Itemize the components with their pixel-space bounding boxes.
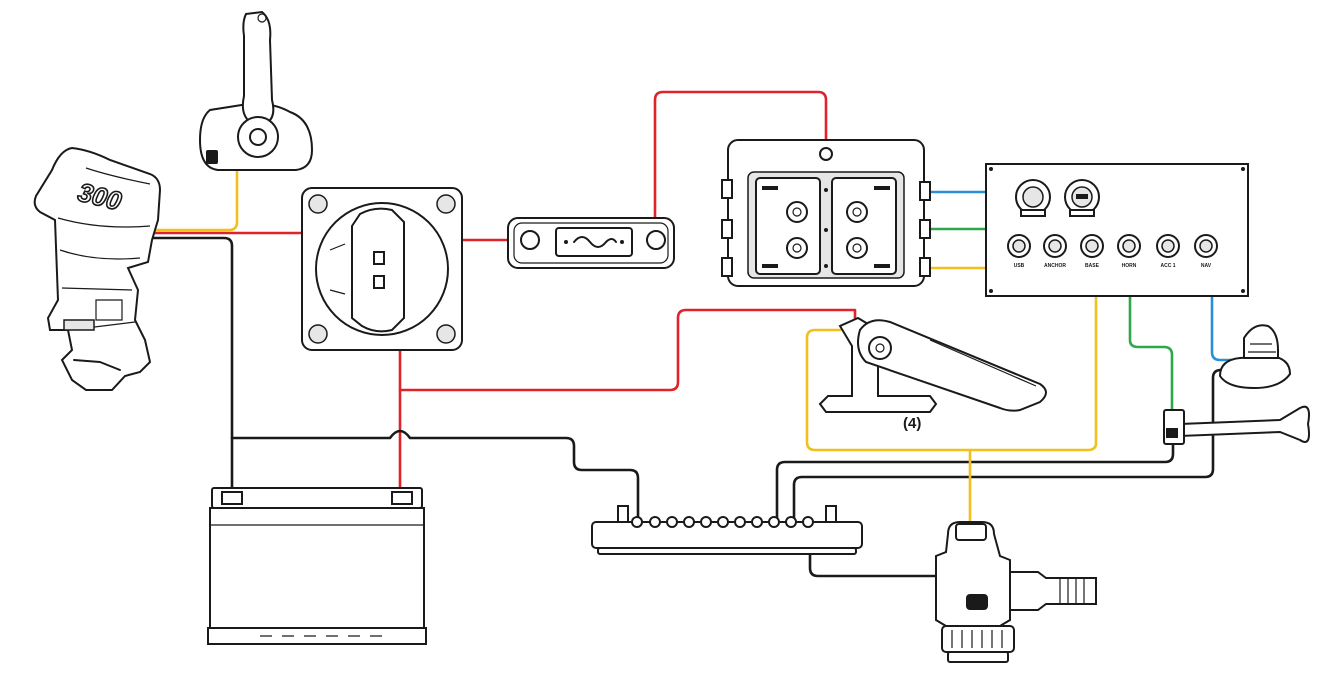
battery-icon [207, 487, 427, 645]
wire-panel-to-anchor-light [1210, 294, 1234, 362]
wire-busbar-to-anchor-light [792, 368, 1230, 520]
outboard-motor-icon: 300 [33, 146, 162, 391]
wire-busbar-to-pump [808, 546, 947, 578]
wire-ground-to-busbar [230, 429, 640, 520]
panel-switch-horn[interactable]: HORN [1117, 234, 1141, 269]
switch-panel-icon: USB ANCHOR BASE HORN ACC 1 NAV [985, 163, 1249, 297]
usb-socket-icon [1064, 179, 1100, 217]
switch-label-anchor: ANCHOR [1044, 263, 1066, 269]
panel-switch-acc1[interactable]: ACC 1 [1156, 234, 1180, 269]
switch-label-nav: NAV [1201, 263, 1212, 269]
wires [148, 90, 1234, 578]
wire-switch-to-float [398, 308, 857, 392]
float-switch-callout: (4) [903, 415, 921, 432]
anchor-light-icon [1218, 324, 1292, 390]
wire-throttle-to-engine [148, 166, 239, 232]
wire-fuse-to-fuseblock [653, 90, 828, 227]
panel-switch-nav[interactable]: NAV [1194, 234, 1218, 269]
horn-icon [1163, 405, 1310, 445]
switch-label-horn: HORN [1122, 263, 1137, 269]
throttle-lever-icon [198, 10, 314, 171]
wire-panel-to-bilge-loop [805, 294, 1098, 452]
switch-label-acc1: ACC 1 [1160, 263, 1175, 269]
wire-engine-negative [148, 236, 234, 497]
fuse-block-icon [721, 139, 931, 287]
rotary-battery-switch-icon [301, 187, 463, 351]
switch-label-usb: USB [1014, 263, 1025, 269]
float-switch-icon: (4) [818, 316, 1047, 432]
12v-socket-icon [1015, 179, 1051, 217]
wire-busbar-to-horn [775, 428, 1175, 520]
bilge-pump-icon [935, 521, 1097, 663]
ground-bus-bar-icon [591, 505, 863, 555]
panel-switch-anchor[interactable]: ANCHOR [1043, 234, 1067, 269]
inline-fuse-holder-icon [507, 217, 675, 269]
panel-switch-base[interactable]: BASE [1080, 234, 1104, 269]
switch-label-base: BASE [1085, 263, 1100, 269]
panel-switch-usb[interactable]: USB [1007, 234, 1031, 269]
wire-panel-to-horn [1128, 294, 1174, 414]
